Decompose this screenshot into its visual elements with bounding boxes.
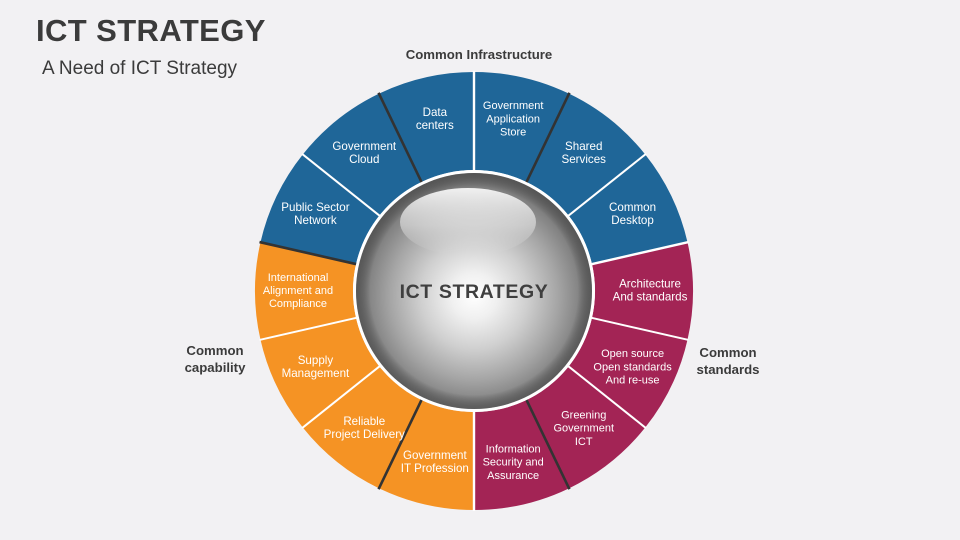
core-label: ICT STRATEGY	[400, 281, 549, 303]
wheel-dividers	[259, 71, 689, 511]
page-title: ICT STRATEGY	[36, 13, 266, 48]
sphere-highlight	[400, 188, 536, 256]
segment-divider-supply-management	[259, 316, 358, 341]
wheel-segment-greening-government-ict[interactable]	[526, 366, 646, 489]
wheel-segment-reliable-project-delivery[interactable]	[302, 366, 422, 489]
segment-divider-architecture-and-standards	[590, 316, 689, 341]
segment-divider-government-it-profession	[377, 398, 424, 490]
wheel-segments	[254, 72, 693, 510]
wheel-segment-government-it-profession[interactable]	[378, 400, 474, 510]
segment-divider-reliable-project-delivery	[301, 365, 381, 429]
wheel-segment-government-application-store[interactable]	[474, 72, 570, 182]
wheel-segment-architecture-and-standards[interactable]	[591, 242, 693, 340]
segment-divider-government-cloud	[377, 92, 424, 184]
segment-divider-government-application-store	[524, 92, 571, 184]
wheel-segment-common-desktop[interactable]	[568, 154, 688, 265]
wheel-segment-data-centers[interactable]	[378, 72, 474, 182]
common-infrastructure-label: Common Infrastructure	[406, 47, 553, 62]
center-sphere: ICT STRATEGY	[353, 170, 595, 412]
wheel-segment-public-sector-network[interactable]	[260, 154, 380, 265]
wheel-segment-supply-management[interactable]	[260, 317, 380, 428]
wheel-segment-information-security-and-assurance[interactable]	[474, 400, 570, 510]
wheel-segment-open-source-open-standards-and-re-use[interactable]	[568, 317, 688, 428]
page-subtitle: A Need of ICT Strategy	[42, 57, 238, 79]
wheel-segment-international-alignment-and-compliance[interactable]	[254, 242, 357, 340]
segment-divider-public-sector-network	[301, 153, 381, 217]
wheel-segment-shared-services[interactable]	[526, 93, 646, 216]
segment-divider-open-source-open-standards-and-re-use	[567, 365, 647, 429]
segment-divider-greening-government-ict	[524, 398, 571, 490]
segment-divider-international-alignment-and-compliance	[259, 240, 358, 266]
wheel-segment-government-cloud[interactable]	[302, 93, 422, 216]
group-divider-1	[590, 240, 689, 266]
segment-divider-shared-services	[567, 153, 647, 217]
title-block: ICT STRATEGY A Need of ICT Strategy	[36, 13, 456, 80]
